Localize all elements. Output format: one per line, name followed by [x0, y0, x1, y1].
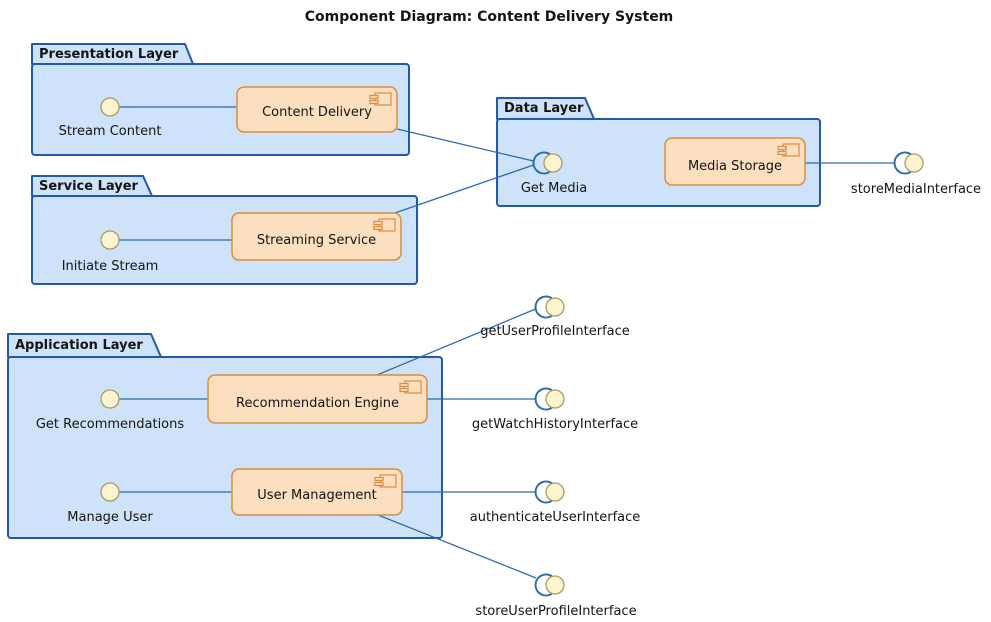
interface-circle-initiate-stream — [100, 230, 120, 250]
component-icon — [373, 218, 396, 232]
interface-circle-stream-content — [100, 97, 120, 117]
component-icon — [777, 143, 800, 157]
interface-label-get-watch-history: getWatchHistoryInterface — [471, 417, 639, 432]
interface-circle-store-user-profile — [545, 575, 565, 595]
interface-circle-store-media — [904, 153, 924, 173]
link-contentdelivery-getmedia — [396, 128, 534, 162]
component-icon — [369, 92, 392, 106]
interface-label-store-media: storeMediaInterface — [850, 182, 982, 197]
package-label-application-layer: Application Layer — [15, 338, 143, 353]
interface-circle-get-media — [543, 153, 563, 173]
component-label-user-management: User Management — [257, 488, 377, 503]
socket-authenticate-user — [534, 480, 553, 504]
socket-get-watch-history — [534, 387, 553, 411]
component-user-management — [231, 468, 403, 516]
interface-label-get-recommendations: Get Recommendations — [35, 417, 185, 432]
socket-store-user-profile — [534, 573, 553, 597]
component-label-content-delivery: Content Delivery — [262, 105, 372, 120]
package-label-service-layer: Service Layer — [39, 179, 138, 194]
component-content-delivery — [236, 86, 398, 133]
interface-circle-get-recommendations — [100, 389, 120, 409]
interface-label-manage-user: Manage User — [67, 510, 153, 525]
link-usermanagement-storeuserprofile — [377, 514, 537, 579]
interface-circle-get-user-profile — [545, 297, 565, 317]
component-recommendation-engine — [207, 374, 428, 424]
interface-label-store-user-profile: storeUserProfileInterface — [475, 604, 637, 619]
interface-label-get-user-profile: getUserProfileInterface — [480, 324, 630, 339]
interface-circle-authenticate-user — [545, 482, 565, 502]
socket-get-user-profile — [534, 295, 553, 319]
component-media-storage — [664, 137, 806, 186]
diagram-title: Component Diagram: Content Delivery Syst… — [304, 9, 674, 25]
interface-circles — [100, 97, 924, 595]
package-label-data-layer: Data Layer — [504, 101, 584, 116]
interface-label-authenticate-user: authenticateUserInterface — [469, 510, 641, 525]
package-label-presentation-layer: Presentation Layer — [39, 47, 179, 62]
socket-get-media — [532, 151, 551, 175]
component-icon — [374, 474, 397, 488]
connectors — [119, 106, 895, 579]
component-label-streaming-service: Streaming Service — [256, 233, 377, 248]
interface-label-stream-content: Stream Content — [58, 124, 162, 139]
component-streaming-service — [231, 212, 402, 261]
component-label-recommendation-engine: Recommendation Engine — [236, 396, 399, 411]
interface-circle-manage-user — [100, 482, 120, 502]
interface-circle-get-watch-history — [545, 389, 565, 409]
sockets — [532, 151, 912, 597]
component-icon — [399, 380, 422, 394]
link-streamingservice-getmedia — [391, 164, 534, 215]
socket-store-media — [893, 151, 912, 175]
link-recengine-getuserprofile — [376, 308, 536, 376]
interface-label-initiate-stream: Initiate Stream — [61, 259, 159, 274]
component-label-media-storage: Media Storage — [687, 159, 783, 174]
interface-label-get-media: Get Media — [520, 181, 588, 196]
